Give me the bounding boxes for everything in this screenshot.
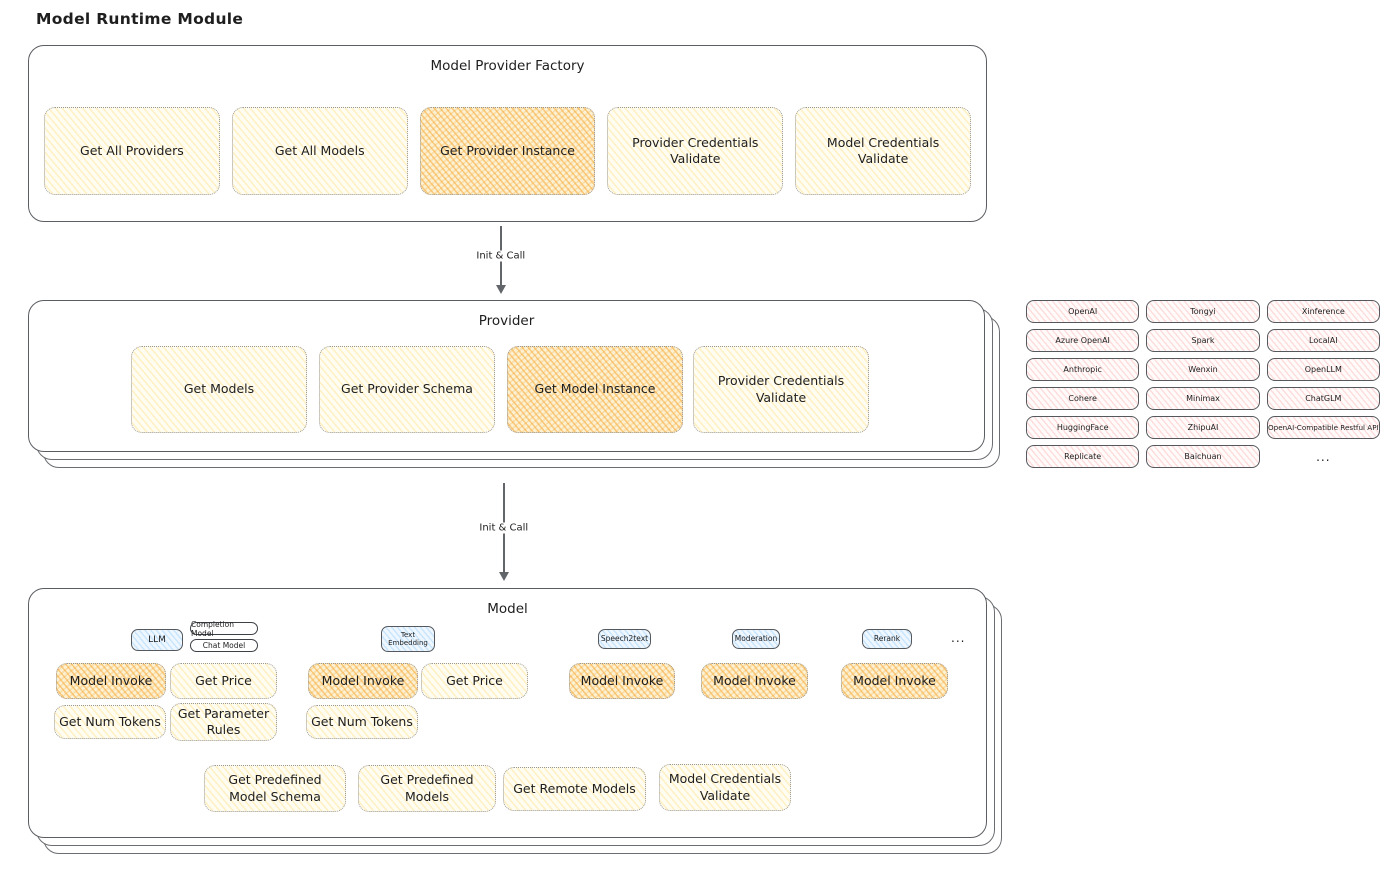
provider-minimax: Minimax xyxy=(1146,387,1260,410)
provider-huggingface: HuggingFace xyxy=(1026,416,1140,439)
provider-xinference: Xinference xyxy=(1266,300,1380,323)
node-get-predefined-models: Get Predefined Models xyxy=(358,765,496,812)
provider-openai: OpenAI xyxy=(1026,300,1140,323)
tag-completion-model: Completion Model xyxy=(190,620,258,638)
provider-baichuan: Baichuan xyxy=(1146,445,1260,468)
node-speech2text-model-invoke: Model Invoke xyxy=(569,663,675,699)
provider-list-more: ... xyxy=(1316,449,1331,464)
provider-openllm: OpenLLM xyxy=(1266,358,1380,381)
node-model-credentials-validate: Model Credentials Validate xyxy=(795,107,971,195)
tag-speech2text: Speech2text xyxy=(598,629,651,649)
node-get-provider-instance: Get Provider Instance xyxy=(419,107,596,195)
tag-chat-model: Chat Model xyxy=(190,639,258,652)
init-call-arrow-2: Init & Call xyxy=(474,483,534,581)
node-provider-credentials-validate-2: Provider Credentials Validate xyxy=(693,346,869,433)
node-embedding-get-price: Get Price xyxy=(421,663,528,699)
provider-localai: LocalAI xyxy=(1266,329,1380,352)
provider-spark: Spark xyxy=(1146,329,1260,352)
provider-cohere: Cohere xyxy=(1026,387,1140,410)
node-provider-credentials-validate: Provider Credentials Validate xyxy=(607,107,784,195)
provider-tongyi: Tongyi xyxy=(1146,300,1260,323)
factory-title: Model Provider Factory xyxy=(430,58,585,74)
node-get-predefined-model-schema: Get Predefined Model Schema xyxy=(204,765,346,812)
page-title: Model Runtime Module xyxy=(36,10,244,28)
node-get-all-providers: Get All Providers xyxy=(44,107,220,195)
node-llm-model-invoke: Model Invoke xyxy=(56,663,166,699)
node-rerank-model-invoke: Model Invoke xyxy=(841,663,948,699)
node-llm-get-price: Get Price xyxy=(170,663,277,699)
model-provider-factory-box: Model Provider Factory Get All Providers… xyxy=(28,45,987,222)
node-get-all-models: Get All Models xyxy=(231,107,408,195)
provider-box: Provider Get Models Get Provider Schema … xyxy=(28,300,985,452)
init-call-label-2: Init & Call xyxy=(474,522,534,534)
factory-button-row: Get All Providers Get All Models Get Pro… xyxy=(44,107,971,195)
provider-zhipuai: ZhipuAI xyxy=(1146,416,1260,439)
node-llm-get-num-tokens: Get Num Tokens xyxy=(54,705,166,739)
tag-rerank: Rerank xyxy=(862,629,912,649)
tag-moderation: Moderation xyxy=(732,629,780,649)
tag-llm: LLM xyxy=(131,629,183,651)
model-title: Model xyxy=(487,601,528,617)
provider-title: Provider xyxy=(478,313,535,329)
node-get-models: Get Models xyxy=(131,346,307,433)
node-embedding-model-invoke: Model Invoke xyxy=(308,663,418,699)
node-get-model-instance: Get Model Instance xyxy=(507,346,683,433)
node-model-credentials-validate-2: Model Credentials Validate xyxy=(659,764,791,811)
init-call-arrow-1: Init & Call xyxy=(471,226,531,294)
init-call-label-1: Init & Call xyxy=(471,250,531,262)
provider-azure-openai: Azure OpenAI xyxy=(1026,329,1140,352)
provider-openai-compatible-restful-api: OpenAI-Compatible Restful API xyxy=(1266,416,1380,439)
model-tags-more: ... xyxy=(951,631,966,645)
provider-wenxin: Wenxin xyxy=(1146,358,1260,381)
node-embedding-get-num-tokens: Get Num Tokens xyxy=(306,705,418,739)
tag-text-embedding: Text Embedding xyxy=(381,626,435,652)
provider-replicate: Replicate xyxy=(1026,445,1140,468)
provider-chatglm: ChatGLM xyxy=(1266,387,1380,410)
provider-anthropic: Anthropic xyxy=(1026,358,1140,381)
model-box: Model LLM Completion Model Chat Model Te… xyxy=(28,588,987,838)
node-moderation-model-invoke: Model Invoke xyxy=(701,663,808,699)
provider-list: OpenAI Tongyi Xinference Azure OpenAI Sp… xyxy=(1026,300,1380,468)
node-get-remote-models: Get Remote Models xyxy=(503,767,646,811)
node-get-provider-schema: Get Provider Schema xyxy=(319,346,495,433)
node-llm-get-parameter-rules: Get Parameter Rules xyxy=(170,703,277,741)
